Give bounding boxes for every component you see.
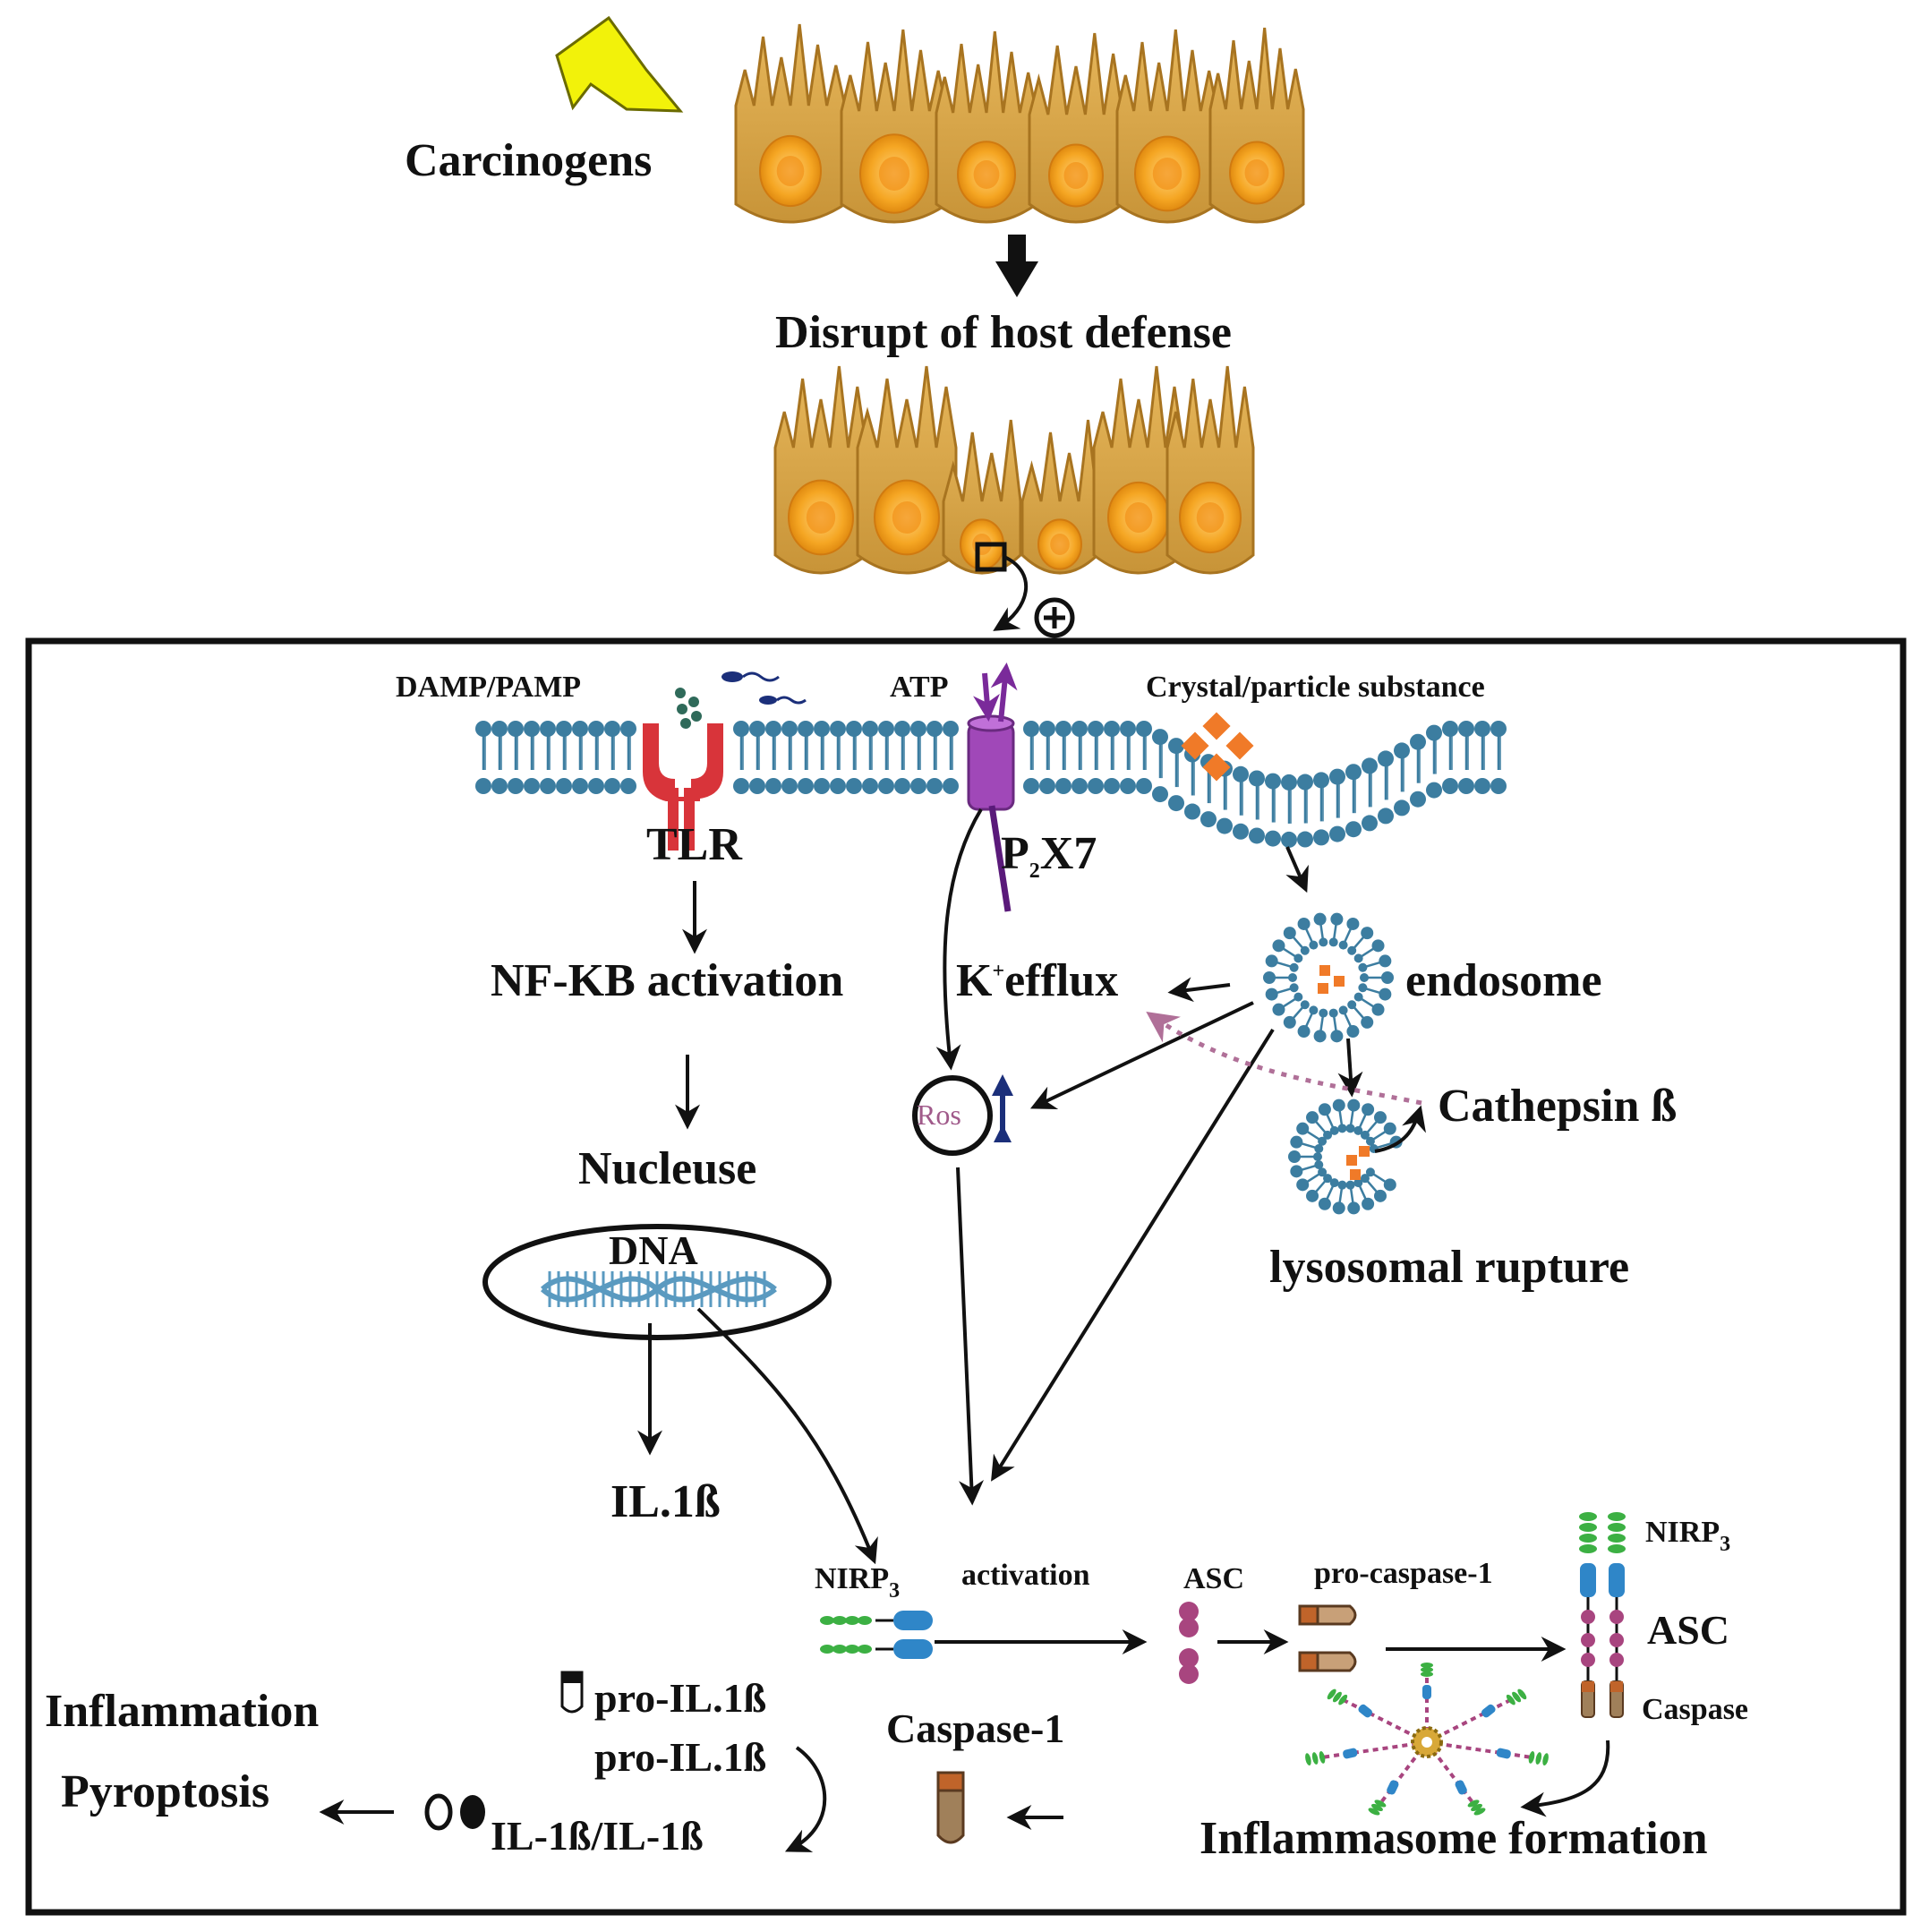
pro-il1b-label-1: pro-IL.1ß: [594, 1675, 766, 1721]
carcinogen-lightning-icon: [555, 15, 684, 113]
nlrp3-right-label: NIRP3: [1645, 1516, 1730, 1556]
pathway-arrows: [319, 808, 1610, 1852]
caspase1-icon: [936, 1771, 965, 1844]
signal-curve-arrow: [993, 555, 1029, 631]
crystal-label: Crystal/particle substance: [1146, 671, 1485, 704]
asc-icon: [1179, 1602, 1199, 1684]
ros-icon: [912, 1074, 1013, 1156]
dna-label: DNA: [609, 1227, 698, 1273]
endosome-label: endosome: [1405, 955, 1602, 1006]
il1b-label: IL.1ß: [610, 1476, 721, 1527]
nlrp3-asc-caspase-complex-icon: [1579, 1512, 1626, 1718]
plus-circle-icon: [1034, 597, 1075, 638]
inflammasome-formation-label: Inflammasome formation: [1200, 1813, 1708, 1864]
pro-caspase-label: pro-caspase-1: [1314, 1557, 1493, 1590]
disrupted-epithelium: [773, 365, 1255, 575]
epithelial-cell: [856, 365, 958, 575]
tlr-label: TLR: [646, 819, 743, 870]
lysosomal-rupture-label: lysosomal rupture: [1269, 1242, 1629, 1293]
epithelial-cell: [1092, 365, 1185, 575]
cathepsin-dotted-arrow: [1146, 1011, 1422, 1106]
p2x7-label: P2X7: [1001, 828, 1097, 883]
asc-right-label: ASC: [1647, 1607, 1729, 1653]
disrupt-host-defense-label: Disrupt of host defense: [775, 307, 1232, 358]
down-arrow-icon: [995, 235, 1038, 297]
il1b-pair-label: IL-1ß/IL-1ß: [491, 1813, 704, 1859]
nlrp3-label: NIRP3: [815, 1562, 900, 1603]
p2x7-channel-icon: [967, 663, 1018, 912]
inflammasome-icon: [1305, 1663, 1549, 1816]
pyroptosis-label: Pyroptosis: [61, 1766, 269, 1817]
ros-label: Ros: [917, 1099, 961, 1131]
epithelial-cell: [1115, 29, 1219, 224]
cell-membrane: [475, 721, 1507, 848]
nlrp3-monomer-icon: [820, 1611, 933, 1659]
pro-il1b-label-2: pro-IL.1ß: [594, 1734, 766, 1780]
damp-pamp-label: DAMP/PAMP: [396, 671, 581, 704]
epithelial-cell: [1020, 419, 1099, 575]
inflammation-label: Inflammation: [45, 1686, 319, 1737]
asc-label: ASC: [1183, 1562, 1244, 1595]
nfkb-label: NF-KB activation: [491, 955, 843, 1006]
lysosome-icon: [1288, 1099, 1403, 1215]
intact-epithelium: [734, 23, 1305, 224]
epithelial-cell: [734, 23, 847, 224]
k-efflux-label: K+efflux: [956, 955, 1118, 1006]
nucleus-icon: [482, 1224, 832, 1340]
carcinogens-label: Carcinogens: [405, 135, 652, 186]
epithelial-cell: [1165, 365, 1255, 575]
epithelial-cell: [1028, 32, 1124, 224]
pathogen-icon: [721, 671, 807, 705]
endosome-icon: [1263, 912, 1394, 1043]
tlr-receptor-icon: [643, 688, 723, 851]
pro-il1b-icon: [560, 1671, 584, 1714]
cell-frame: [25, 637, 1907, 1916]
cathepsin-label: Cathepsin ß: [1438, 1081, 1677, 1132]
nucleuse-label: Nucleuse: [578, 1143, 756, 1194]
atp-label: ATP: [890, 671, 948, 704]
activation-label: activation: [961, 1559, 1090, 1592]
epithelial-cell: [840, 29, 949, 224]
caspase1-label: Caspase-1: [886, 1705, 1064, 1751]
epithelial-cell: [935, 30, 1038, 224]
epithelial-cell: [1208, 27, 1305, 224]
caspase-right-label: Caspase: [1642, 1693, 1748, 1726]
pro-caspase-icon: [1298, 1604, 1357, 1672]
epithelial-cell: [773, 365, 868, 575]
il1b-dimer-icon: [424, 1793, 485, 1831]
